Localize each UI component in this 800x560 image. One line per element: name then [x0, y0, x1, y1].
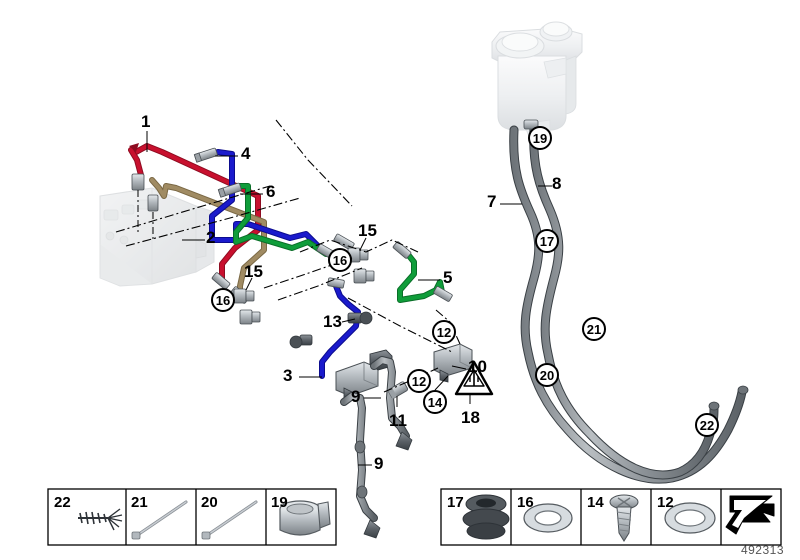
brake-pipe-3-blue-lower [319, 283, 361, 379]
o-ring-icon [664, 502, 716, 534]
callout-9: 9 [351, 387, 361, 406]
brake-pipe-6-green [221, 183, 329, 257]
callout-4: 4 [241, 144, 251, 163]
cable-tie-icon-21 [131, 500, 188, 540]
callout-5: 5 [443, 268, 453, 287]
callout-1: 1 [141, 112, 151, 131]
callout-18: 18 [461, 408, 480, 427]
screw-icon [609, 494, 639, 542]
brake-pipe-4-blue [197, 149, 323, 251]
callout-8: 8 [552, 174, 562, 193]
callout-circle-12-lower: 12 [407, 369, 431, 393]
callout-13: 13 [323, 312, 342, 331]
callout-6: 6 [266, 182, 276, 201]
legend-right-number-12: 12 [657, 494, 674, 511]
brake-pipe-5-green-lower [397, 249, 445, 303]
callout-15-upper: 15 [358, 221, 377, 240]
callout-circle-21: 21 [582, 317, 606, 341]
callout-circle-14: 14 [423, 390, 447, 414]
legend-left-number-21: 21 [131, 494, 148, 511]
callout-9-lower: 9 [374, 454, 384, 473]
electrical-warning-symbol-18 [454, 360, 494, 396]
rubber-grommet-icon [462, 494, 510, 540]
callout-7: 7 [487, 192, 497, 211]
legend-right-box [440, 488, 782, 546]
hose-clamp-icon [279, 500, 331, 536]
supply-hose-8 [529, 123, 749, 480]
callout-3: 3 [283, 366, 293, 385]
brake-pipe-2-tan [149, 177, 267, 303]
callout-circle-19: 19 [528, 126, 552, 150]
leader-lines-thin [146, 131, 552, 466]
cable-tie-icon-20 [201, 500, 258, 540]
rubber-mount-13 [289, 311, 373, 349]
callout-circle-16-upper: 16 [328, 248, 352, 272]
diagram-id-number: 492313 [740, 543, 784, 557]
legend-left-number-20: 20 [201, 494, 218, 511]
sealing-washer-icon [523, 503, 573, 533]
union-nut-15-upper [347, 247, 375, 284]
sensor-cable-9 [340, 356, 413, 539]
brake-fluid-reservoir [491, 21, 583, 145]
callout-circle-22: 22 [695, 413, 719, 437]
legend-left-number-22: 22 [54, 494, 71, 511]
callout-15-lower: 15 [244, 262, 263, 281]
module-pin-lines [137, 190, 154, 242]
callout-circle-17: 17 [535, 229, 559, 253]
legend-right-number-16: 16 [517, 494, 534, 511]
legend-right-number-14: 14 [587, 494, 604, 511]
callout-circle-16-lower: 16 [211, 288, 235, 312]
legend-left-number-19: 19 [271, 494, 288, 511]
union-nut-15-lower [233, 288, 261, 325]
supply-hose-7 [509, 125, 747, 484]
legend-left-box [47, 488, 337, 546]
callout-circle-20: 20 [535, 363, 559, 387]
callout-circle-12-upper: 12 [432, 320, 456, 344]
callout-11: 11 [389, 411, 407, 430]
callout-10: 10 [468, 357, 487, 376]
frayed-wire-icon [78, 508, 123, 531]
direction-arrow-icon [725, 495, 775, 535]
connector-sleeve-11 [387, 381, 409, 399]
callout-2: 2 [206, 228, 216, 247]
legend-right-number-17: 17 [447, 494, 464, 511]
